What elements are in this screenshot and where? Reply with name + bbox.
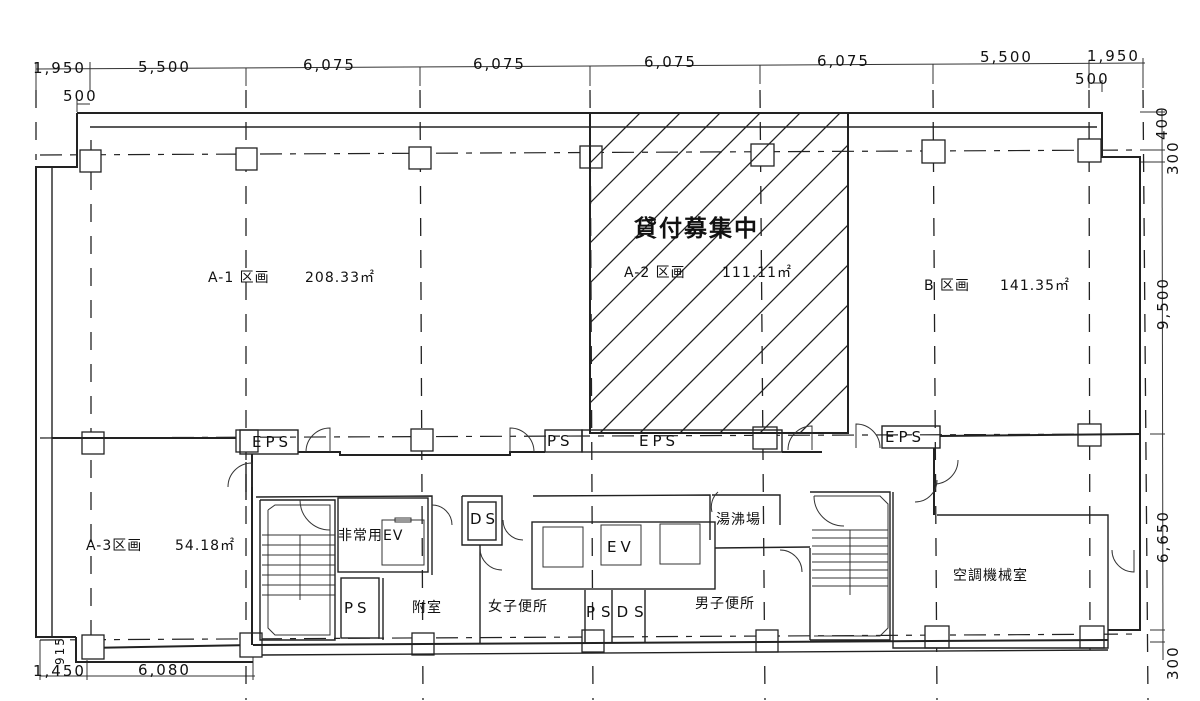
room-eps-right: EPS xyxy=(885,428,925,446)
section-a2-label: 貸付募集中 A-2 区画 111.11㎡ xyxy=(624,215,792,281)
section-a3-name: A-3区画 xyxy=(86,538,142,554)
room-ps-lower: PS xyxy=(344,599,371,617)
room-mens-restroom: 男子便所 xyxy=(695,596,755,612)
section-a2-area: 111.11㎡ xyxy=(722,265,792,281)
room-ds: DS xyxy=(470,510,499,528)
dim-top-3: 6,075 xyxy=(303,56,356,74)
stairs-left xyxy=(262,534,335,600)
dim-top-sub-right: 500 xyxy=(1075,70,1110,88)
section-a1-name: A-1 区画 xyxy=(208,270,270,286)
dim-top-1: 1,950 xyxy=(33,59,86,77)
section-b-label: B 区画 141.35㎡ xyxy=(924,278,1070,294)
section-b-area: 141.35㎡ xyxy=(1000,278,1070,294)
section-a1-area: 208.33㎡ xyxy=(305,270,375,286)
room-ps-center: PS xyxy=(547,432,574,450)
section-a2-status: 貸付募集中 xyxy=(634,215,759,242)
dim-bottom-2: 6,080 xyxy=(138,661,191,679)
dim-right-300-bottom: 300 xyxy=(1164,645,1182,680)
stairs-right xyxy=(812,529,888,595)
room-kitchenette: 湯沸場 xyxy=(716,511,761,528)
right-dimension-line xyxy=(1140,109,1165,661)
dim-bottom-left-vertical: 915 xyxy=(53,636,67,665)
section-b-name: B 区画 xyxy=(924,278,970,294)
dim-top-8: 1,950 xyxy=(1087,47,1140,65)
room-ps-ds-lower: PSDS xyxy=(586,603,650,621)
room-hvac: 空調機械室 xyxy=(953,567,1028,584)
core-walls xyxy=(52,425,1141,656)
dim-top-4: 6,075 xyxy=(473,55,526,73)
section-a2-name: A-2 区画 xyxy=(624,265,686,281)
room-eps-left: EPS xyxy=(252,433,292,451)
dim-top-5: 6,075 xyxy=(644,53,697,71)
dim-bottom-1: 1,450 xyxy=(33,662,86,680)
dim-right-9500: 9,500 xyxy=(1154,277,1172,330)
dim-top-7: 5,500 xyxy=(980,48,1033,66)
top-dimension-line xyxy=(35,58,1146,112)
dim-right-300-top: 300 xyxy=(1164,140,1182,175)
dim-top-2: 5,500 xyxy=(138,58,191,76)
section-a3-area: 54.18㎡ xyxy=(175,538,235,554)
dim-top-6: 6,075 xyxy=(817,52,870,70)
dim-right-400: 400 xyxy=(1153,105,1171,140)
room-emergency-ev: 非常用EV xyxy=(338,528,403,544)
section-a1-label: A-1 区画 208.33㎡ xyxy=(208,270,375,286)
a2-hatched-area xyxy=(589,112,849,434)
room-eps-center: EPS xyxy=(639,432,679,450)
dim-right-6650: 6,650 xyxy=(1154,510,1172,563)
room-ev: EV xyxy=(607,538,635,556)
dim-top-sub-left: 500 xyxy=(63,87,98,105)
room-womens-restroom: 女子便所 xyxy=(488,598,548,615)
section-a3-label: A-3区画 54.18㎡ xyxy=(86,538,235,554)
door-swings xyxy=(227,423,1135,573)
room-anteroom: 附室 xyxy=(412,599,442,616)
